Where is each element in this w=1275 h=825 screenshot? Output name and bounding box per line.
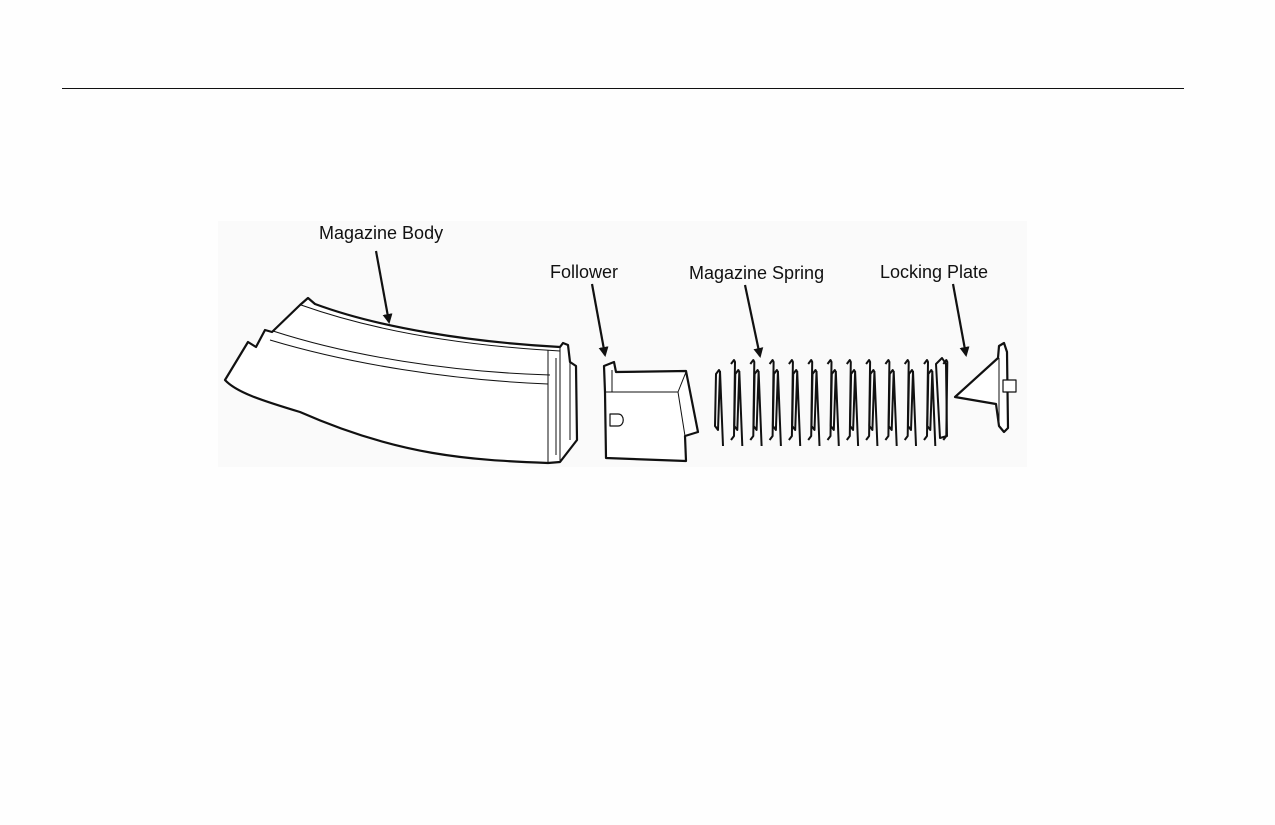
figure-panel bbox=[218, 221, 1027, 467]
magazine-body-label: Magazine Body bbox=[319, 223, 444, 243]
locking-plate-label: Locking Plate bbox=[880, 262, 989, 282]
follower-label: Follower bbox=[550, 262, 619, 282]
header-rule bbox=[62, 88, 1184, 89]
magazine-spring-label: Magazine Spring bbox=[689, 263, 825, 283]
